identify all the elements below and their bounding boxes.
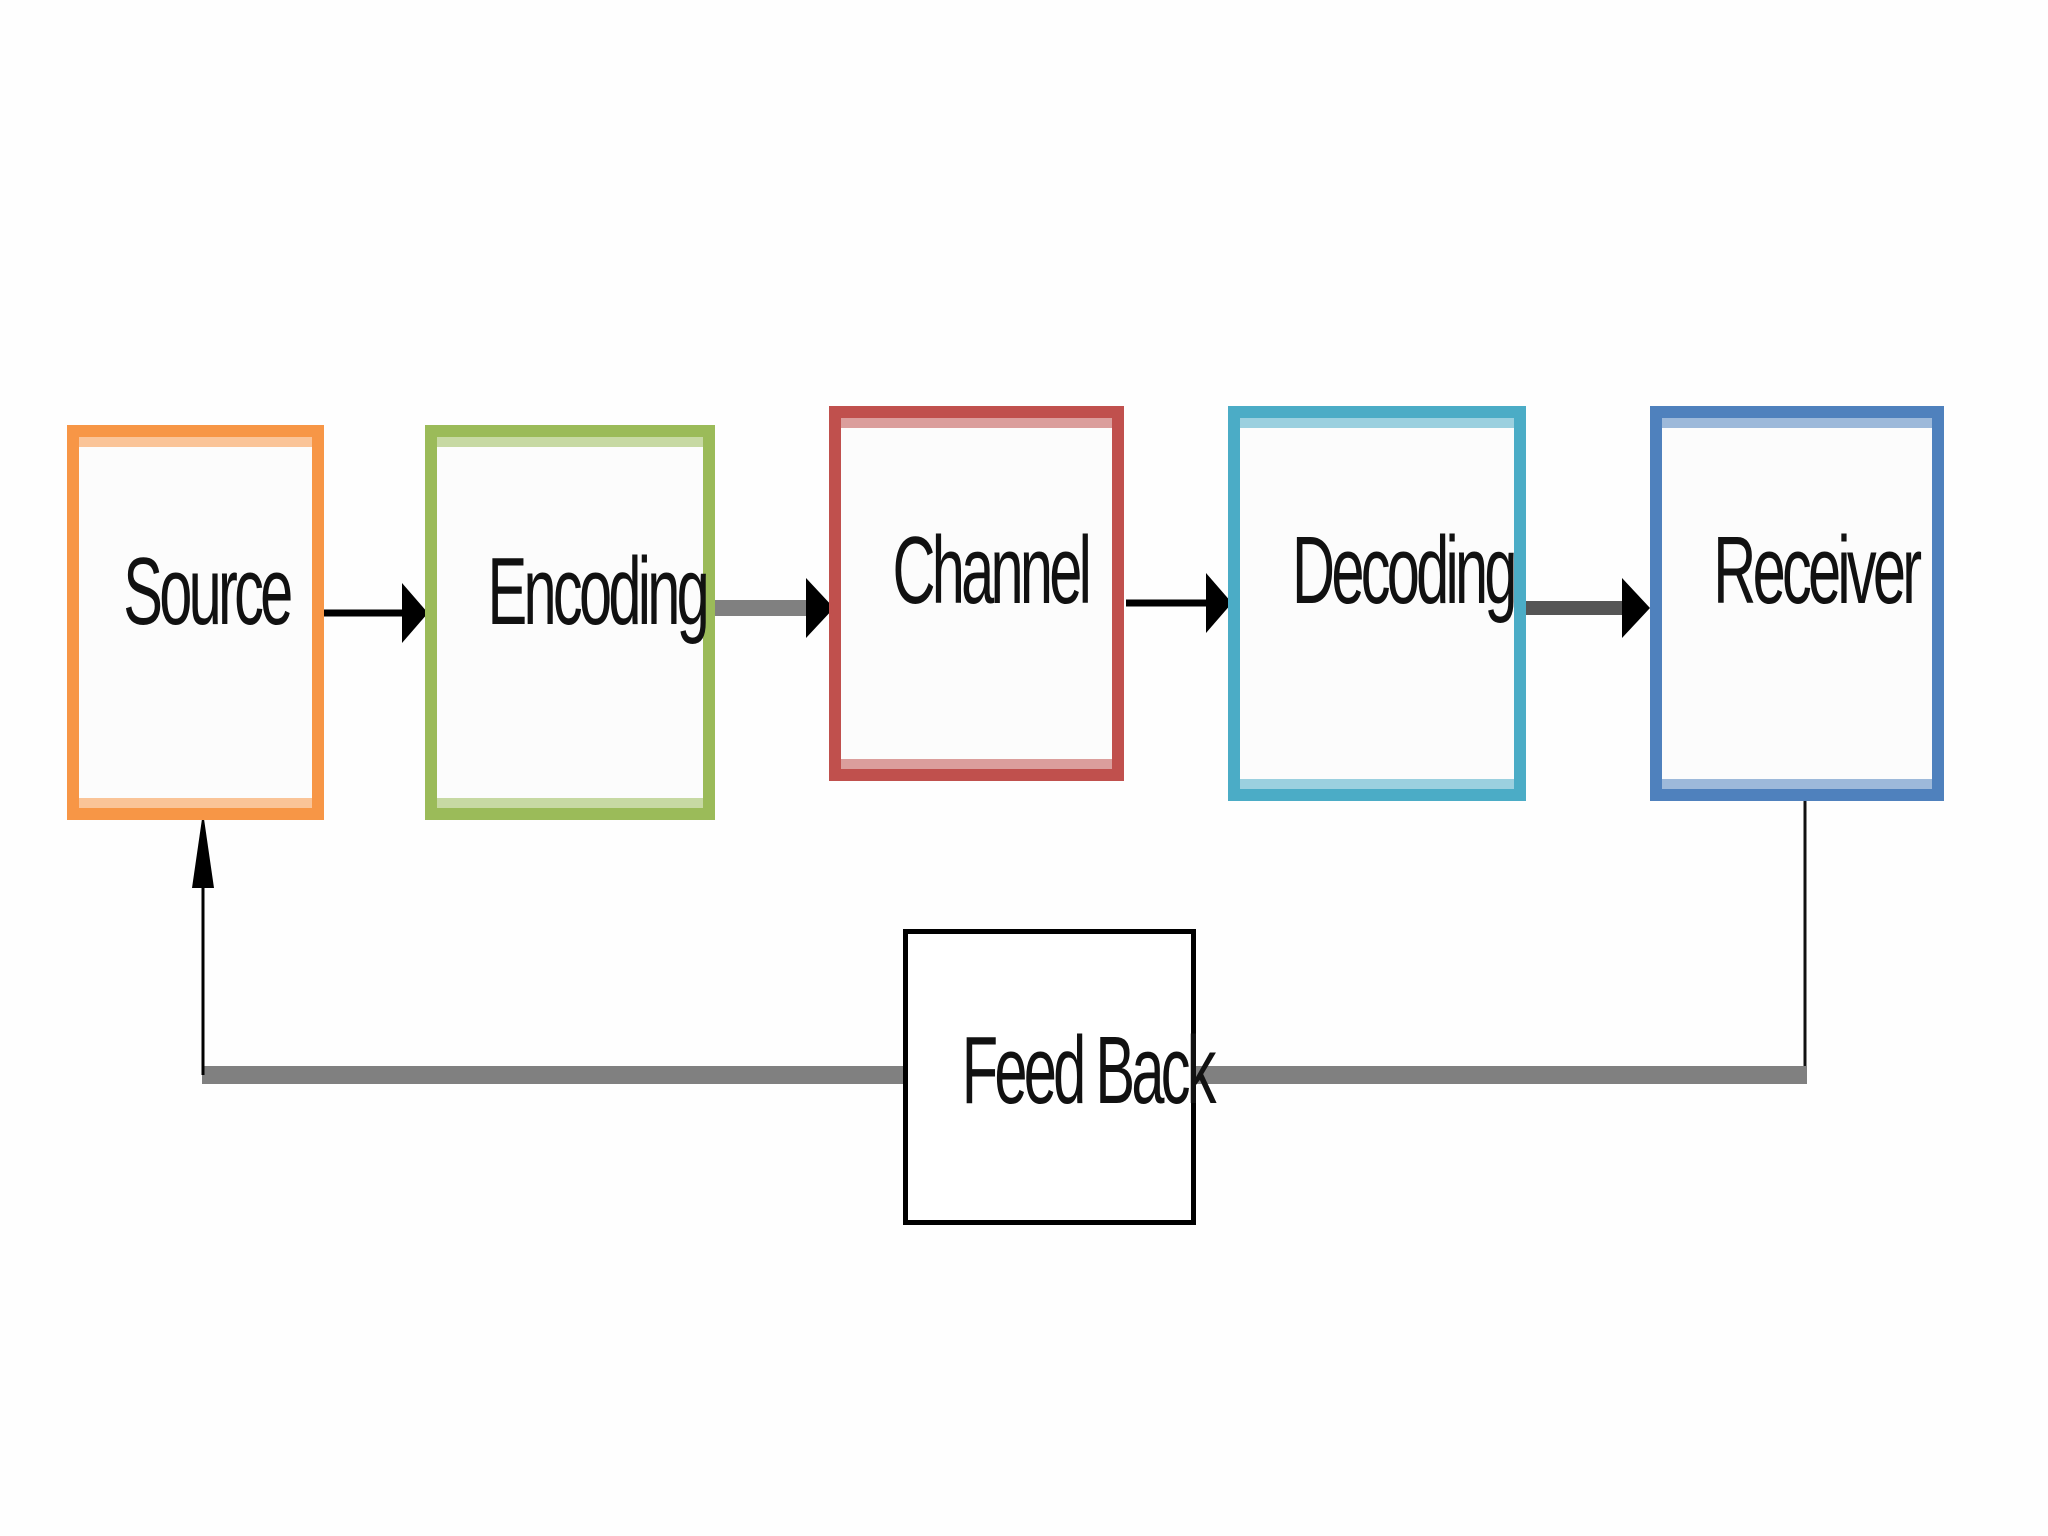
decoding-node: Decoding: [1228, 406, 1526, 801]
edge-receiver-feedback: [1194, 801, 1807, 1084]
edge-source-encoding: [318, 583, 428, 643]
receiver-node: Receiver: [1650, 406, 1944, 801]
encoding-label: Encoding: [487, 538, 710, 645]
feedback-label: Feed Back: [961, 1017, 1217, 1124]
source-label: Source: [123, 538, 293, 645]
encoding-node: Encoding: [425, 425, 715, 820]
channel-node: Channel: [829, 406, 1124, 781]
feedback-node: Feed Back: [903, 929, 1217, 1225]
edge-feedback-source: [192, 812, 906, 1084]
edge-decoding-receiver: [1524, 578, 1650, 638]
source-node: Source: [67, 425, 324, 820]
receiver-label: Receiver: [1713, 517, 1922, 624]
channel-label: Channel: [892, 517, 1091, 624]
edge-channel-decoding: [1126, 573, 1232, 633]
decoding-label: Decoding: [1292, 517, 1517, 624]
edge-encoding-channel: [712, 578, 834, 638]
